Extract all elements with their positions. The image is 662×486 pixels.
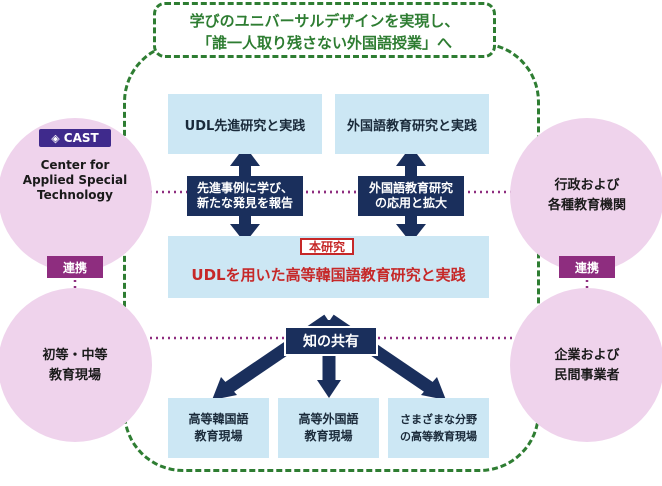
arrow-label-right-line-1: 外国語教育研究 [368,181,453,195]
box-udl-advanced: UDL先進研究と実践 [168,94,322,154]
cast-logo: ◈ CAST [39,129,111,147]
box-bottom-foreign-line-2: 教育現場 [304,429,353,443]
circle-primary-line-2: 教育現場 [48,368,101,383]
circle-cast-line-1: Center for [40,158,110,172]
renkei-label-left: 連携 [47,256,103,278]
title-line-1: 学びのユニバーサルデザインを実現し、 [189,12,460,30]
circle-cast: ◈ CAST Center for Applied Special Techno… [0,118,152,272]
circle-cast-line-2: Applied Special [22,173,128,187]
arrow-label-left-line-2: 新たな発見を報告 [196,196,293,210]
title-line-2: 「誰一人取り残さない外国語授業」へ [196,34,452,52]
arrow-label-left: 先進事例に学び、 新たな発見を報告 [187,176,303,216]
box-bottom-korean-line-2: 教育現場 [194,429,243,443]
box-bottom-various: さまざまな分野 の高等教育現場 [388,398,489,458]
cast-logo-icon: ◈ [51,131,60,145]
arrow-label-left-line-1: 先進事例に学び、 [196,181,293,195]
research-title: UDLを用いた高等韓国語教育研究と実践 [191,266,466,284]
circle-cast-line-3: Technology [37,188,113,202]
circle-government-line-2: 各種教育機関 [547,198,626,213]
circle-primary-secondary: 初等・中等 教育現場 [0,288,152,442]
circle-private-line-1: 企業および [554,348,620,363]
renkei-label-right: 連携 [559,256,615,278]
arrow-label-right-line-2: の応用と拡大 [374,196,447,210]
box-foreign-language: 外国語教育研究と実践 [335,94,489,154]
circle-government: 行政および 各種教育機関 [510,118,662,272]
box-bottom-foreign-line-1: 高等外国語 [298,412,359,426]
box-bottom-various-line-1: さまざまな分野 [400,413,477,426]
box-bottom-korean-line-1: 高等韓国語 [188,412,249,426]
title-box: 学びのユニバーサルデザインを実現し、 「誰一人取り残さない外国語授業」へ [153,2,496,58]
arrow-label-right: 外国語教育研究 の応用と拡大 [358,176,464,216]
cast-logo-text: CAST [63,131,99,145]
center-research-box: 本研究 UDLを用いた高等韓国語教育研究と実践 [168,236,489,298]
circle-primary-line-1: 初等・中等 [42,348,108,363]
box-bottom-foreign: 高等外国語 教育現場 [278,398,379,458]
research-badge: 本研究 [300,238,354,255]
circle-government-line-1: 行政および [554,178,620,193]
circle-private-line-2: 民間事業者 [554,368,620,383]
circle-private-sector: 企業および 民間事業者 [510,288,662,442]
box-bottom-korean: 高等韓国語 教育現場 [168,398,269,458]
knowledge-share-label: 知の共有 [284,326,378,356]
box-bottom-various-line-2: の高等教育現場 [400,430,477,443]
